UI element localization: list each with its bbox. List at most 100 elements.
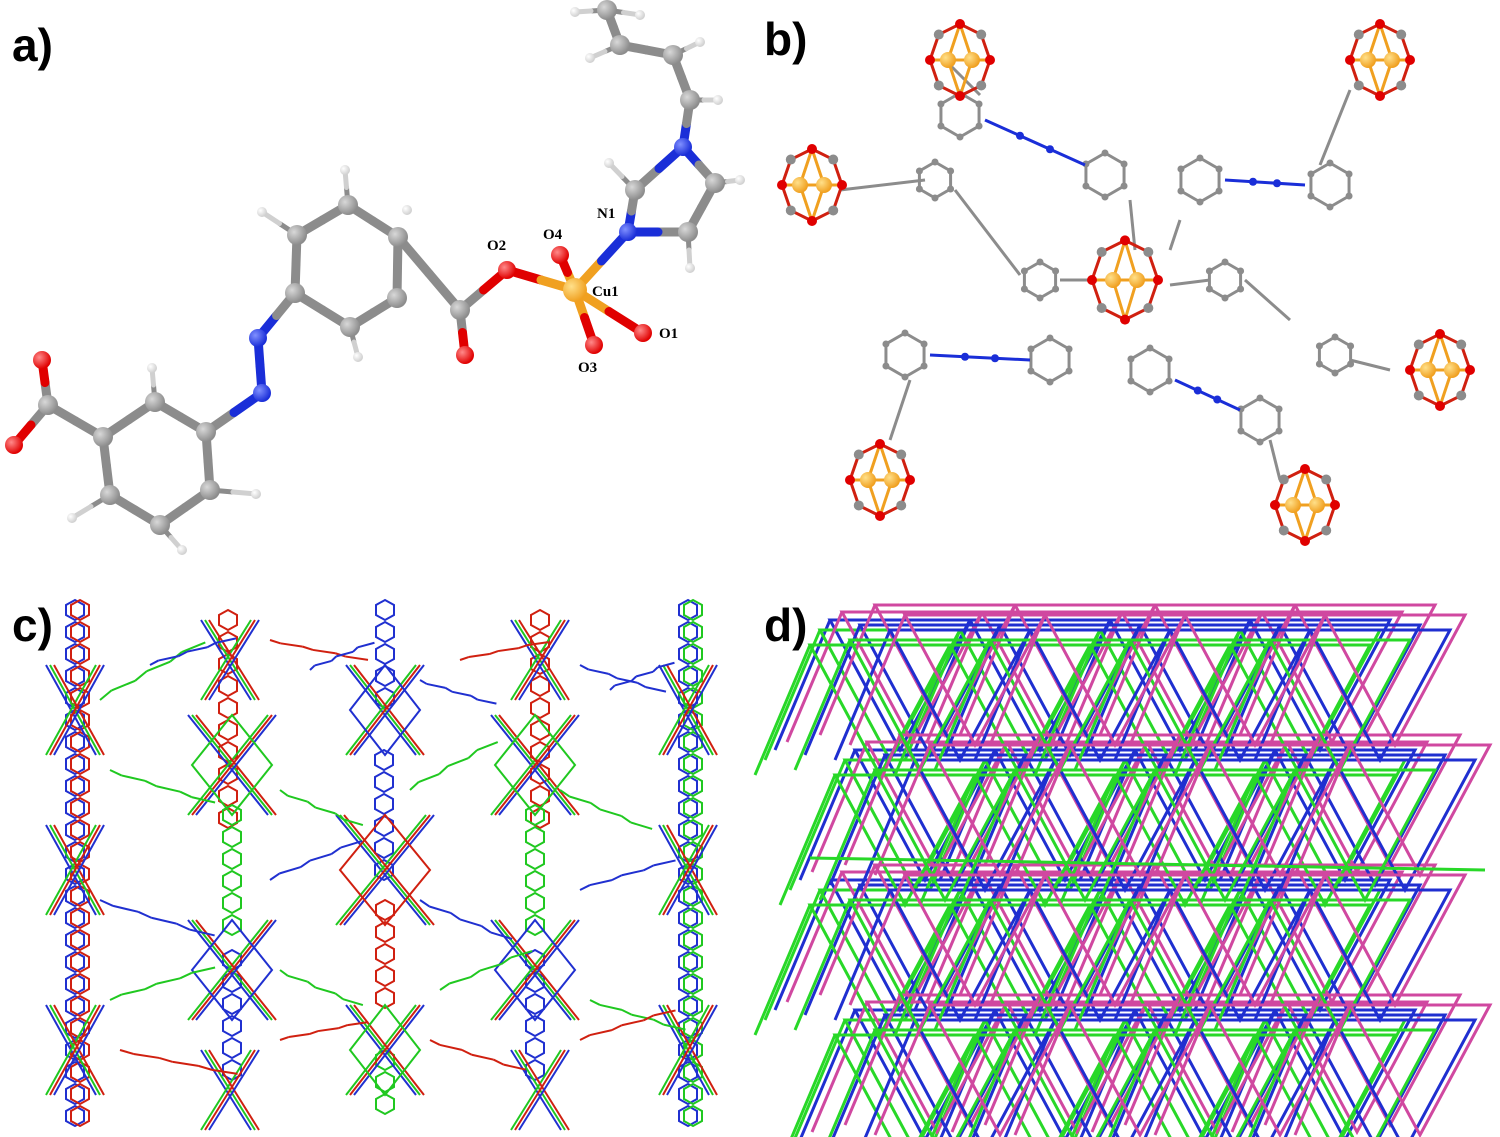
linker <box>439 982 450 991</box>
atom-c <box>828 154 839 165</box>
linker <box>179 972 192 980</box>
atom-o <box>1330 500 1340 510</box>
net-edge <box>763 889 822 1021</box>
net-edge <box>1112 1033 1258 1137</box>
atom-c <box>933 29 944 40</box>
ligand-ring <box>222 992 242 1016</box>
atom-h <box>635 10 645 20</box>
bond <box>1085 151 1106 166</box>
linker <box>653 1009 676 1017</box>
net-edge <box>1119 610 1265 746</box>
atom-c <box>956 133 964 141</box>
linker <box>559 789 570 798</box>
net-edge <box>799 1009 857 1137</box>
linker <box>45 664 97 756</box>
atom-c <box>1146 344 1154 352</box>
atom-c <box>1052 285 1060 293</box>
net-edge <box>968 1029 1017 1137</box>
net-edge <box>1210 1034 1257 1137</box>
linker <box>353 1004 425 1096</box>
bond <box>904 364 925 379</box>
linker <box>190 713 274 817</box>
atom-c <box>931 194 939 202</box>
net-edge <box>1259 870 1405 1006</box>
atom-c <box>200 480 220 500</box>
ligand-ring <box>374 792 394 816</box>
bond <box>1318 89 1352 166</box>
bond <box>1349 358 1391 372</box>
ligand-ring <box>678 972 698 996</box>
linker <box>186 646 208 653</box>
atom-c <box>882 362 890 370</box>
net-edge <box>818 604 877 736</box>
atom-c <box>1413 339 1424 350</box>
linker <box>178 650 188 658</box>
ligand-ring <box>65 884 85 908</box>
net-edge <box>1302 1013 1448 1137</box>
ligand-ring <box>374 836 394 860</box>
ligand-ring <box>678 950 698 974</box>
ligand-ring <box>678 994 698 1018</box>
net-edge <box>1167 628 1313 764</box>
net-edge <box>1307 888 1453 1024</box>
net-edge <box>893 644 952 776</box>
bond <box>1168 219 1182 251</box>
linker <box>452 690 472 697</box>
linker <box>447 757 469 767</box>
linker <box>429 905 451 914</box>
atom-o <box>5 436 23 454</box>
linker <box>653 1018 665 1026</box>
atom-o <box>777 180 787 190</box>
net-edge <box>828 754 887 886</box>
panel-b-ball-stick <box>777 19 1475 546</box>
atom-h <box>570 7 580 17</box>
net-edge <box>1052 1018 1198 1137</box>
ligand-ring <box>222 803 242 827</box>
linker <box>468 653 490 659</box>
atom-c <box>975 100 983 108</box>
net-edge <box>1162 753 1308 889</box>
linker <box>53 664 105 756</box>
atom-c <box>1221 258 1229 266</box>
net-edge <box>902 873 1048 1009</box>
ligand-ring <box>683 796 703 820</box>
ligand-ring <box>218 784 238 808</box>
atom-c <box>1146 388 1154 396</box>
panel-d-net <box>753 603 1493 1137</box>
ligand-ring <box>683 906 703 930</box>
net-edge <box>1307 628 1453 764</box>
linker <box>470 694 479 701</box>
net-edge <box>882 753 1028 889</box>
linker <box>190 918 274 1022</box>
atom-o <box>807 216 817 226</box>
ligand-ring <box>678 1082 698 1106</box>
net-edge <box>1123 734 1182 866</box>
net-edge <box>839 610 985 746</box>
linker <box>645 686 667 693</box>
linker <box>215 637 237 644</box>
net-edge <box>983 734 1042 866</box>
net-edge <box>1111 1014 1167 1137</box>
net-edge <box>927 1003 1073 1137</box>
atom-c <box>1315 342 1323 350</box>
ligand-ring <box>218 608 238 632</box>
net-edge <box>1332 758 1478 894</box>
atom-c <box>1036 258 1044 266</box>
atom-c <box>1326 159 1334 167</box>
ligand-ring <box>70 884 90 908</box>
ligand-ring <box>678 664 698 688</box>
ligand-ring <box>374 748 394 772</box>
atom-c <box>287 225 307 245</box>
linker <box>279 969 289 977</box>
linker <box>191 919 273 1021</box>
atom-o <box>1345 55 1355 65</box>
linker <box>470 969 481 978</box>
net-edge <box>790 1034 837 1137</box>
bond <box>1329 194 1350 209</box>
ligand-ring <box>65 818 85 842</box>
linker <box>459 656 470 661</box>
linker <box>666 664 718 756</box>
ligand-ring <box>375 642 395 666</box>
net-edge <box>810 741 869 873</box>
atom-o <box>1120 314 1130 325</box>
